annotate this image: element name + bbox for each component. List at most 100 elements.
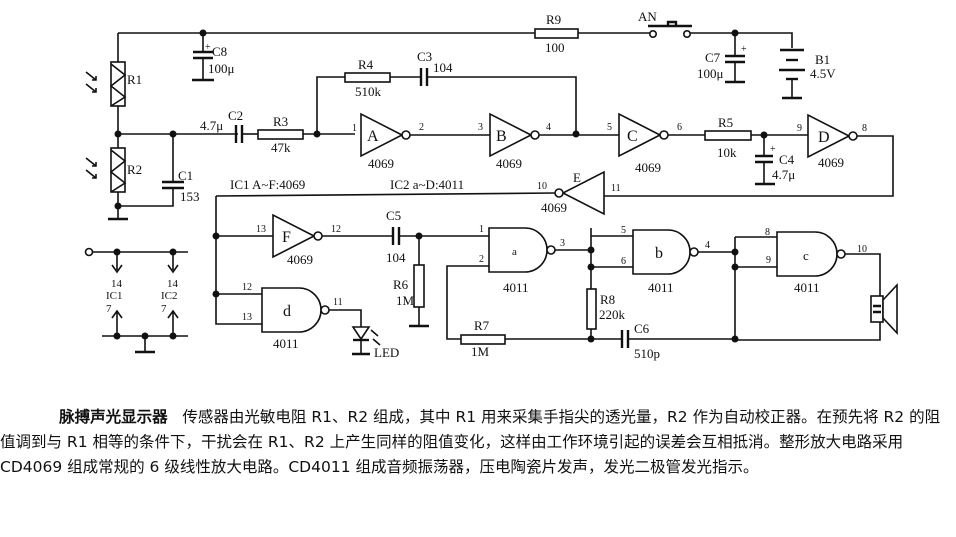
inverter-c: C 5 6 4069: [607, 112, 705, 175]
c7-ref: C7: [705, 50, 721, 65]
svg-text:4069: 4069: [368, 156, 394, 171]
capacitor-c4: + C4 4.7μ: [755, 135, 795, 186]
svg-text:4069: 4069: [496, 156, 522, 171]
svg-text:14: 14: [111, 278, 123, 290]
r2-ref: R2: [127, 162, 142, 177]
svg-text:9: 9: [766, 255, 771, 266]
gate-d-nand-label: d: [283, 303, 291, 320]
an-ref: AN: [638, 9, 657, 24]
svg-text:8: 8: [862, 123, 867, 134]
resistor-r8: R8 220k: [586, 288, 626, 339]
e-output-bus: [212, 196, 273, 325]
svg-text:4011: 4011: [273, 336, 299, 351]
capacitor-c5: C5 104: [386, 208, 489, 265]
ic1-note: IC1 A~F:4069: [230, 177, 305, 192]
r5-ref: R5: [718, 115, 733, 130]
inverter-b: B 3 4 4069: [478, 112, 619, 171]
gate-c-label: C: [627, 128, 638, 145]
gate-b-label: B: [496, 128, 507, 145]
inverter-f: F 13 12 4069: [256, 213, 392, 267]
c4-value: 4.7μ: [772, 167, 795, 182]
capacitor-c8: + C8 100μ: [192, 33, 235, 82]
r9-ref: R9: [546, 12, 561, 27]
c5-ref: C5: [386, 208, 401, 223]
capacitor-c1: C1 153: [118, 130, 238, 207]
svg-text:10: 10: [857, 244, 867, 255]
node-ab: [587, 228, 633, 289]
ic-power-connections: 14 IC1 7 14 IC2 7: [84, 247, 188, 354]
r8-ref: R8: [600, 292, 615, 307]
caption-paragraph: 脉搏声光显示器 传感器由光敏电阻 R1、R2 组成，其中 R1 用来采集手指尖的…: [0, 405, 956, 480]
svg-text:6: 6: [621, 256, 626, 267]
svg-text:4069: 4069: [818, 155, 844, 170]
c8-ref: C8: [212, 44, 227, 59]
r3-ref: R3: [273, 114, 288, 129]
nand-gate-a: a 1 2 3 4011: [446, 224, 590, 340]
c2-value: 4.7μ: [200, 118, 223, 133]
svg-text:13: 13: [242, 312, 252, 323]
r8-value: 220k: [599, 307, 626, 322]
r7-value: 1M: [471, 344, 490, 359]
gate-d-label: D: [818, 129, 830, 146]
svg-text:9: 9: [797, 123, 802, 134]
r6-value: 1M: [396, 293, 415, 308]
svg-text:4011: 4011: [794, 280, 820, 295]
svg-text:4069: 4069: [287, 252, 313, 267]
svg-text:13: 13: [256, 224, 266, 235]
r3-value: 47k: [271, 140, 291, 155]
svg-text:4011: 4011: [648, 280, 674, 295]
capacitor-c6: C6 510p: [620, 321, 735, 361]
gate-f-label: F: [282, 229, 291, 246]
battery-b1: B1 4.5V: [779, 48, 836, 100]
svg-text:1: 1: [352, 123, 357, 134]
c4-ref: C4: [779, 152, 795, 167]
svg-text:+: +: [770, 144, 776, 155]
svg-text:IC2: IC2: [161, 290, 178, 302]
svg-text:12: 12: [331, 224, 341, 235]
svg-text:11: 11: [611, 183, 621, 194]
b1-value: 4.5V: [810, 66, 836, 81]
svg-text:5: 5: [607, 122, 612, 133]
r9-value: 100: [545, 40, 565, 55]
nand-gate-c: c 8 9 10 4011: [735, 227, 881, 341]
c2-ref: C2: [228, 108, 243, 123]
nand-gate-d: d 12 13 11 4011: [242, 282, 362, 351]
svg-text:5: 5: [621, 225, 626, 236]
gate-c-nand-label: c: [803, 248, 809, 263]
svg-text:IC1: IC1: [106, 290, 123, 302]
r5-value: 10k: [717, 145, 737, 160]
svg-text:2: 2: [479, 254, 484, 265]
switch-an: AN: [638, 9, 692, 38]
piezo-speaker-icon: [870, 282, 898, 336]
svg-text:+: +: [741, 44, 747, 55]
feedback-r4-c3: R4 510k C3 104: [316, 49, 580, 138]
r1-ref: R1: [127, 72, 142, 87]
c6-ref: C6: [634, 321, 650, 336]
gate-e-label: E: [573, 170, 581, 185]
r4-value: 510k: [355, 84, 382, 99]
svg-text:8: 8: [765, 227, 770, 238]
svg-text:6: 6: [677, 122, 682, 133]
resistor-r7: R7 1M: [460, 318, 621, 359]
svg-text:4011: 4011: [503, 280, 529, 295]
svg-text:4: 4: [546, 122, 551, 133]
c6-value: 510p: [634, 346, 660, 361]
svg-text:4069: 4069: [541, 200, 567, 215]
gate-a-nand-label: a: [512, 246, 517, 258]
r7-ref: R7: [474, 318, 490, 333]
svg-text:4069: 4069: [635, 160, 661, 175]
gate-a-label: A: [367, 128, 379, 145]
svg-text:3: 3: [560, 238, 565, 249]
resistor-r9: R9 100: [534, 12, 579, 55]
r6-ref: R6: [393, 277, 409, 292]
svg-text:+: +: [205, 42, 211, 53]
led-label: LED: [374, 345, 399, 360]
c3-ref: C3: [417, 49, 432, 64]
svg-text:10: 10: [537, 181, 547, 192]
node-bc: [731, 236, 777, 343]
top-rail: [118, 29, 793, 48]
resistor-r3: R3 47k: [257, 114, 355, 155]
c1-value: 153: [180, 189, 200, 204]
gate-b-nand-label: b: [655, 245, 663, 262]
capacitor-c7: + C7 100μ: [697, 33, 747, 84]
